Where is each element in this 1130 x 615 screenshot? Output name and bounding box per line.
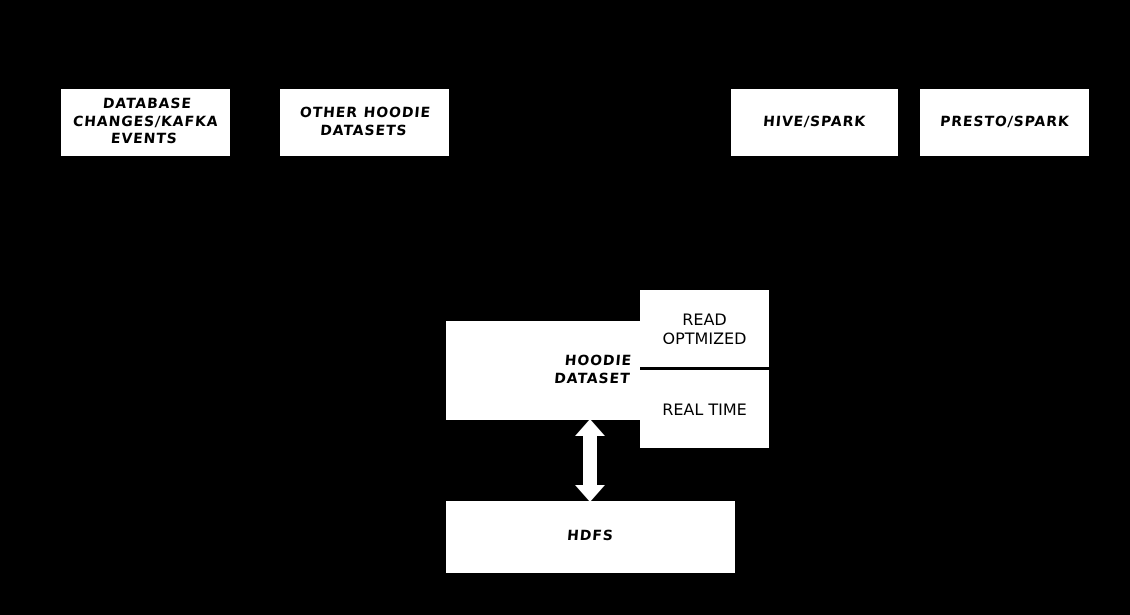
double-headed-arrow-icon [575,419,605,502]
node-label: PRESTO/SPARK [939,113,1071,130]
node-database-changes-kafka-events[interactable]: DATABASE CHANGES/KAFKA EVENTS [61,89,230,156]
node-label: HOODIE DATASET [553,353,633,387]
node-hoodie-dataset[interactable]: HOODIE DATASET [446,321,640,420]
node-other-hoodie-datasets[interactable]: OTHER HOODIE DATASETS [280,89,449,156]
node-label: HIVE/SPARK [762,113,867,130]
node-label: READ OPTMIZED [662,309,747,348]
node-hdfs[interactable]: HDFS [446,501,735,573]
views-stack: READ OPTMIZED REAL TIME [640,290,769,448]
node-label: OTHER HOODIE DATASETS [299,105,432,139]
node-presto-spark[interactable]: PRESTO/SPARK [920,89,1089,156]
node-label: DATABASE CHANGES/KAFKA EVENTS [72,96,219,148]
node-label: HDFS [566,528,615,545]
node-hive-spark[interactable]: HIVE/SPARK [731,89,898,156]
node-read-optimized-view[interactable]: READ OPTMIZED [640,290,769,370]
node-label: REAL TIME [662,399,747,419]
node-real-time-view[interactable]: REAL TIME [640,370,769,448]
